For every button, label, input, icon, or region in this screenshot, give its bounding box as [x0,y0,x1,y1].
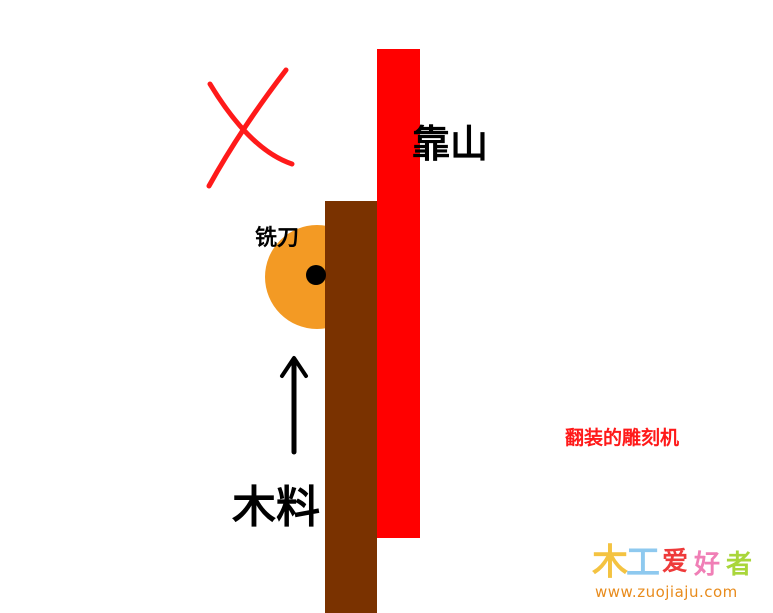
up-arrow-icon [280,356,308,455]
fence-bar [377,49,420,538]
watermark-char-5: 者 [726,550,752,580]
caption-label: 翻装的雕刻机 [565,427,680,449]
router-bit-spindle [306,265,326,285]
watermark-char-4: 好 [693,550,720,580]
wood-label: 木料 [232,482,320,533]
wood-stock-bar [325,201,377,613]
watermark-logo: 木 工 爱 好 者 [592,542,752,583]
watermark-char-1: 木 [592,542,628,583]
wrong-cross-icon [206,67,295,189]
cutter-label: 铣刀 [255,226,300,251]
fence-label: 靠山 [412,122,489,166]
watermark-char-3: 爱 [662,547,688,577]
watermark-domain: www.zuojiaju.com [595,583,738,601]
watermark-char-2: 工 [626,543,660,583]
